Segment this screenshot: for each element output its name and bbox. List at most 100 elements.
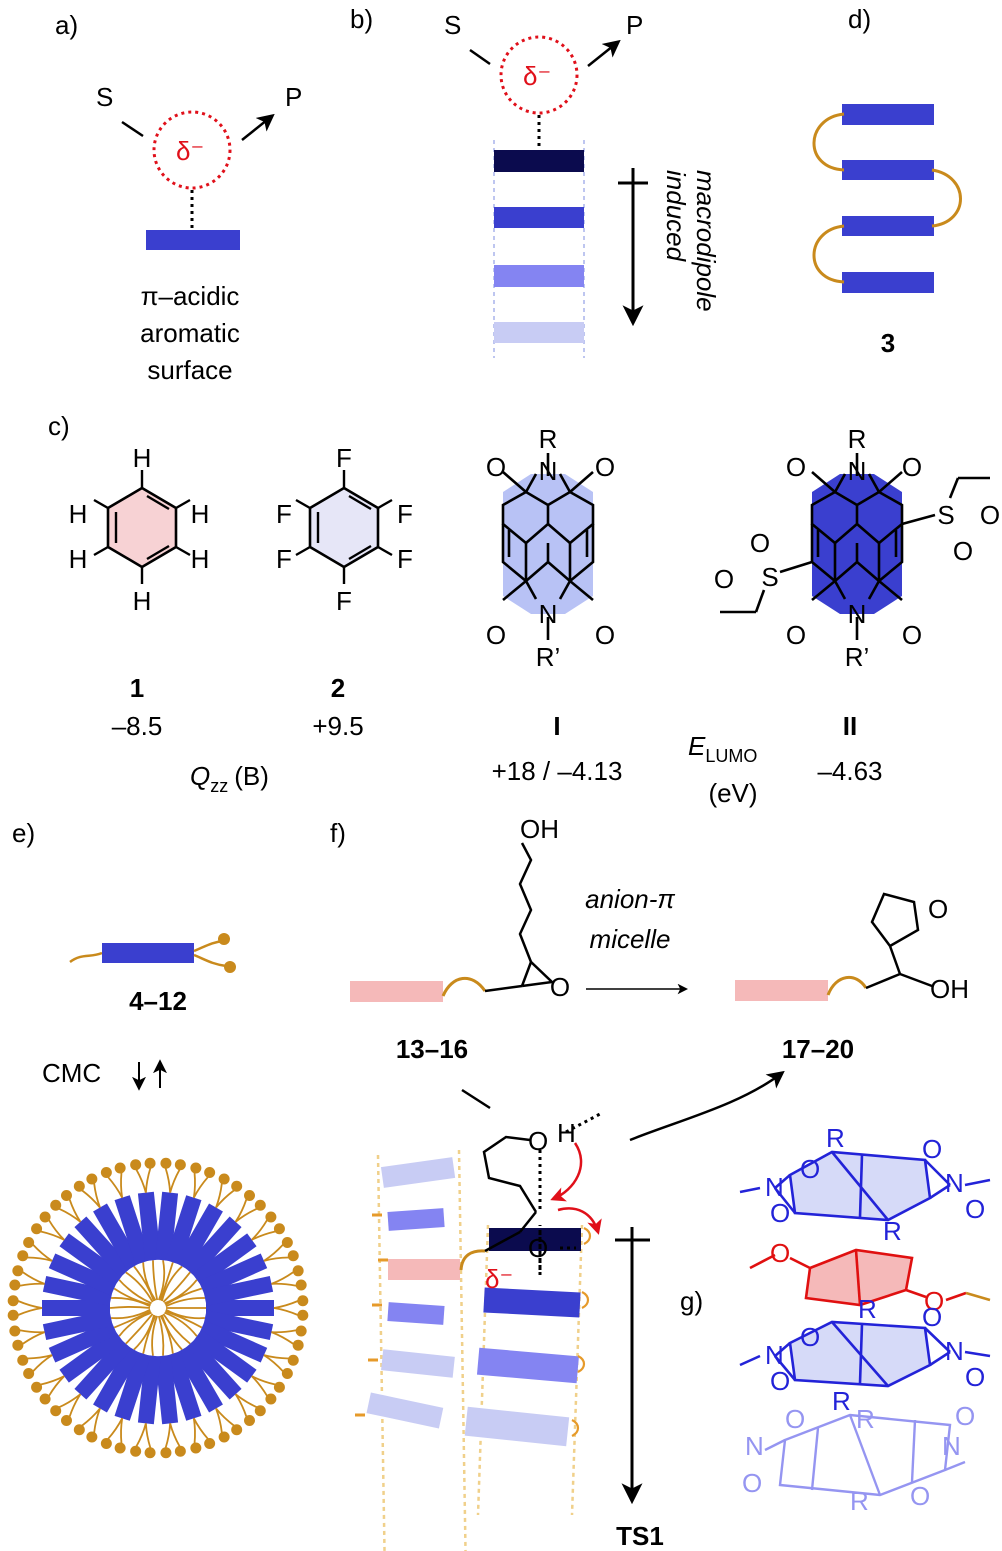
micelle-arm: [273, 1300, 299, 1309]
reactant-chain: [484, 842, 555, 993]
panel-b: b) S δ⁻ P induced macrodipole: [350, 4, 721, 358]
micelle-core-plate: [59, 1233, 124, 1287]
micelle-arm: [251, 1230, 276, 1241]
panel-g: g) N N O O O O R R: [680, 1123, 991, 1516]
micelle-arm: [271, 1271, 294, 1285]
micelle-arm: [32, 1244, 53, 1262]
micelle-head: [254, 1405, 266, 1417]
panel-e-label: e): [12, 818, 35, 848]
micelle-head: [23, 1236, 35, 1248]
atom-o: O: [750, 528, 770, 558]
micelle-core-plate: [42, 1276, 113, 1306]
atom-o: O: [922, 1134, 942, 1164]
atom-o: O: [595, 620, 615, 650]
micelle-head: [9, 1279, 21, 1291]
surfactant-head: [224, 961, 236, 973]
atom-h: H: [133, 443, 152, 473]
atom-o: O: [902, 452, 922, 482]
panel-d: d) 3: [812, 4, 962, 358]
atom-f: F: [336, 443, 352, 473]
macrodipole-text: macrodipole: [691, 170, 721, 312]
micelle-core-plate: [184, 1338, 242, 1400]
ts-o-top: O: [528, 1126, 548, 1156]
micelle-head: [254, 1199, 266, 1211]
atom-n: N: [848, 456, 867, 486]
micelle-head: [86, 1431, 98, 1443]
micelle-head: [114, 1442, 126, 1454]
micelle-tail: [159, 1262, 174, 1301]
micelle-core-plate: [48, 1320, 118, 1363]
atom-o: O: [770, 1366, 790, 1396]
induced-text: induced: [661, 170, 691, 263]
micelle-arm: [120, 1172, 124, 1198]
micelle-arm: [192, 1418, 196, 1444]
cmc-label: CMC: [42, 1058, 101, 1088]
ndi-I-structure: R N O O N O O R’: [486, 424, 615, 672]
micelle-head: [292, 1265, 304, 1277]
atom-n: N: [765, 1340, 784, 1370]
micelle-arm: [58, 1393, 81, 1409]
atom-r: R: [850, 1486, 869, 1516]
micelle-tail: [164, 1287, 203, 1306]
atom-r: R: [883, 1216, 902, 1246]
atom-o: O: [965, 1362, 985, 1392]
micelle-head: [244, 1414, 256, 1426]
panel-f-label: f): [330, 818, 346, 848]
micelle-head: [231, 1180, 243, 1192]
atom-o: O: [770, 1238, 790, 1268]
micelle-head: [295, 1279, 307, 1291]
linker-2: [931, 168, 962, 228]
hexafluorobenzene-structure: F F F F F F: [276, 443, 413, 616]
atom-h: H: [69, 499, 88, 529]
product-p-label: P: [626, 10, 643, 40]
panel-f: f) OH O 13–16 anion-π micelle O OH 17–20: [330, 814, 969, 1551]
micelle-tail: [158, 1260, 166, 1301]
caption-line-2: aromatic: [140, 318, 240, 348]
micelle-head: [297, 1295, 309, 1307]
micelle-head: [39, 1211, 51, 1223]
atom-r-prime: R’: [536, 642, 561, 672]
compound-2-label: 2: [331, 673, 345, 703]
micelle-core-plate: [175, 1203, 223, 1271]
micelle-tail: [111, 1297, 151, 1308]
micelle-tail: [164, 1279, 198, 1305]
micelle-core-plate: [137, 1191, 161, 1262]
micelle-tail: [165, 1308, 206, 1320]
micelle-core-plate: [165, 1351, 202, 1421]
qzz-symbol: Q: [190, 761, 210, 791]
micelle-head: [12, 1265, 24, 1277]
micelle-tail: [162, 1313, 191, 1345]
s-bond: [121, 120, 144, 138]
micelle-arm: [215, 1189, 235, 1209]
substrate-naphthalene: O O: [749, 1238, 991, 1316]
micelle-head: [12, 1339, 24, 1351]
atom-r: R: [848, 424, 867, 454]
ts-delta-minus: δ⁻: [485, 1264, 513, 1294]
atom-o: O: [786, 452, 806, 482]
atom-o: O: [924, 1286, 944, 1316]
reactant-linker: [441, 976, 487, 997]
atom-f: F: [276, 499, 292, 529]
panel-c-label: c): [48, 411, 70, 441]
surfactant-tail: [69, 951, 103, 964]
micelle-arm: [271, 1282, 297, 1287]
atom-o: O: [785, 1404, 805, 1434]
micelle-arm: [22, 1271, 45, 1285]
product-label: 17–20: [782, 1034, 854, 1064]
micelle-arm: [235, 1207, 258, 1223]
anion-pi-text: anion-π: [585, 884, 675, 914]
micelle-head: [130, 1159, 142, 1171]
micelle-head: [31, 1223, 43, 1235]
micelle-head: [60, 1414, 72, 1426]
atom-o: O: [770, 1198, 790, 1228]
micelle-arm: [107, 1417, 123, 1440]
micelle-core-plate: [175, 1345, 223, 1413]
compound-I-value: +18 / –4.13: [492, 756, 623, 786]
compound-1-value: –8.5: [112, 711, 163, 741]
micelle-core-plate: [114, 1195, 151, 1265]
micelle-arm: [271, 1331, 294, 1345]
reactant-anchor: [350, 981, 443, 1002]
panel-b-label: b): [350, 4, 373, 34]
micelle-tail: [125, 1271, 154, 1303]
micelle-head: [218, 1173, 230, 1185]
